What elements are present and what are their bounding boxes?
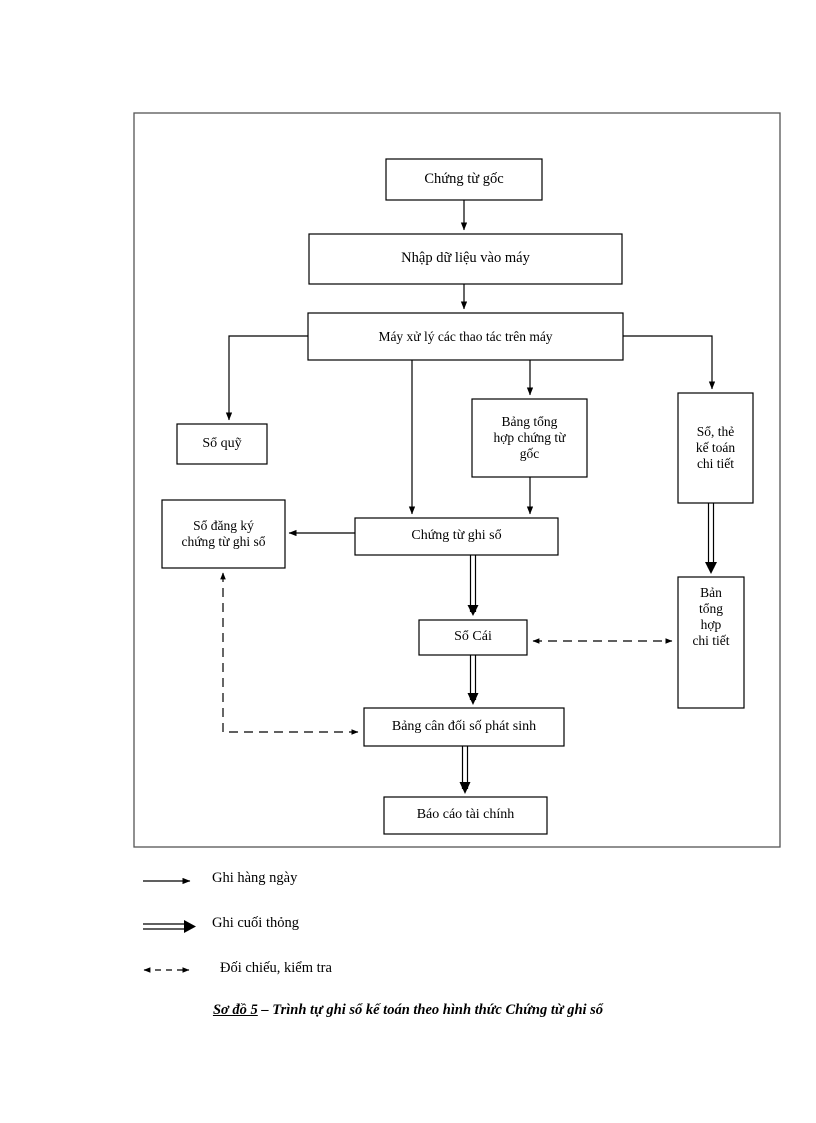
edge-sodangky-bangcandoi-dashed bbox=[220, 572, 359, 735]
box-so-cai bbox=[418, 619, 528, 656]
legend-item-ghi-hang-ngay: Ghi hàng ngày bbox=[212, 870, 297, 887]
legend-label-doi-chieu-kiem-tra: Đối chiếu, kiểm tra bbox=[220, 960, 332, 976]
caption-number: Sơ đồ 5 bbox=[212, 1002, 258, 1018]
legend-label-ghi-hang-ngay: Ghi hàng ngày bbox=[212, 870, 298, 886]
legend-double-arrow-icon bbox=[143, 920, 196, 933]
edge-sothe-to-bangth-double bbox=[705, 503, 717, 574]
box-bang-tong-hop-ct-goc bbox=[471, 398, 588, 478]
node-boxes bbox=[161, 158, 754, 835]
diagram-frame bbox=[133, 112, 781, 848]
edge-bangcandoi-to-baocao-double bbox=[459, 746, 471, 794]
box-so-dang-ky bbox=[161, 499, 286, 569]
box-ban-tong-hop-ct bbox=[677, 576, 745, 709]
box-bang-can-doi bbox=[363, 707, 565, 747]
box-nhap-du-lieu bbox=[308, 233, 623, 285]
legend-glyphs bbox=[143, 877, 196, 973]
connectors bbox=[220, 200, 717, 794]
edge-may-to-so-quy bbox=[225, 335, 308, 421]
box-chung-tu-goc bbox=[385, 158, 543, 201]
legend-item-ghi-cuoi-thong: Ghi cuối thỏng bbox=[212, 915, 299, 932]
box-may-xu-ly bbox=[307, 312, 624, 361]
box-so-the-ke-toan bbox=[677, 392, 754, 504]
box-bao-cao-tai-chinh bbox=[383, 796, 548, 835]
edge-socai-to-bangcandoi-double bbox=[467, 655, 479, 705]
box-chung-tu-ghi-so bbox=[354, 517, 559, 556]
legend-item-doi-chieu-kiem-tra: Đối chiếu, kiểm tra bbox=[220, 960, 332, 977]
figure-caption: Sơ đồ 5 – Trình tự ghi sổ kế toán theo h… bbox=[0, 1002, 816, 1019]
legend-label-ghi-cuoi-thong: Ghi cuối thỏng bbox=[212, 915, 299, 931]
caption-text: – Trình tự ghi sổ kế toán theo hình thức… bbox=[257, 1002, 604, 1018]
edge-may-to-so-the bbox=[623, 335, 716, 390]
edge-ctgs-to-socai-double bbox=[467, 555, 479, 616]
box-so-quy bbox=[176, 423, 268, 465]
